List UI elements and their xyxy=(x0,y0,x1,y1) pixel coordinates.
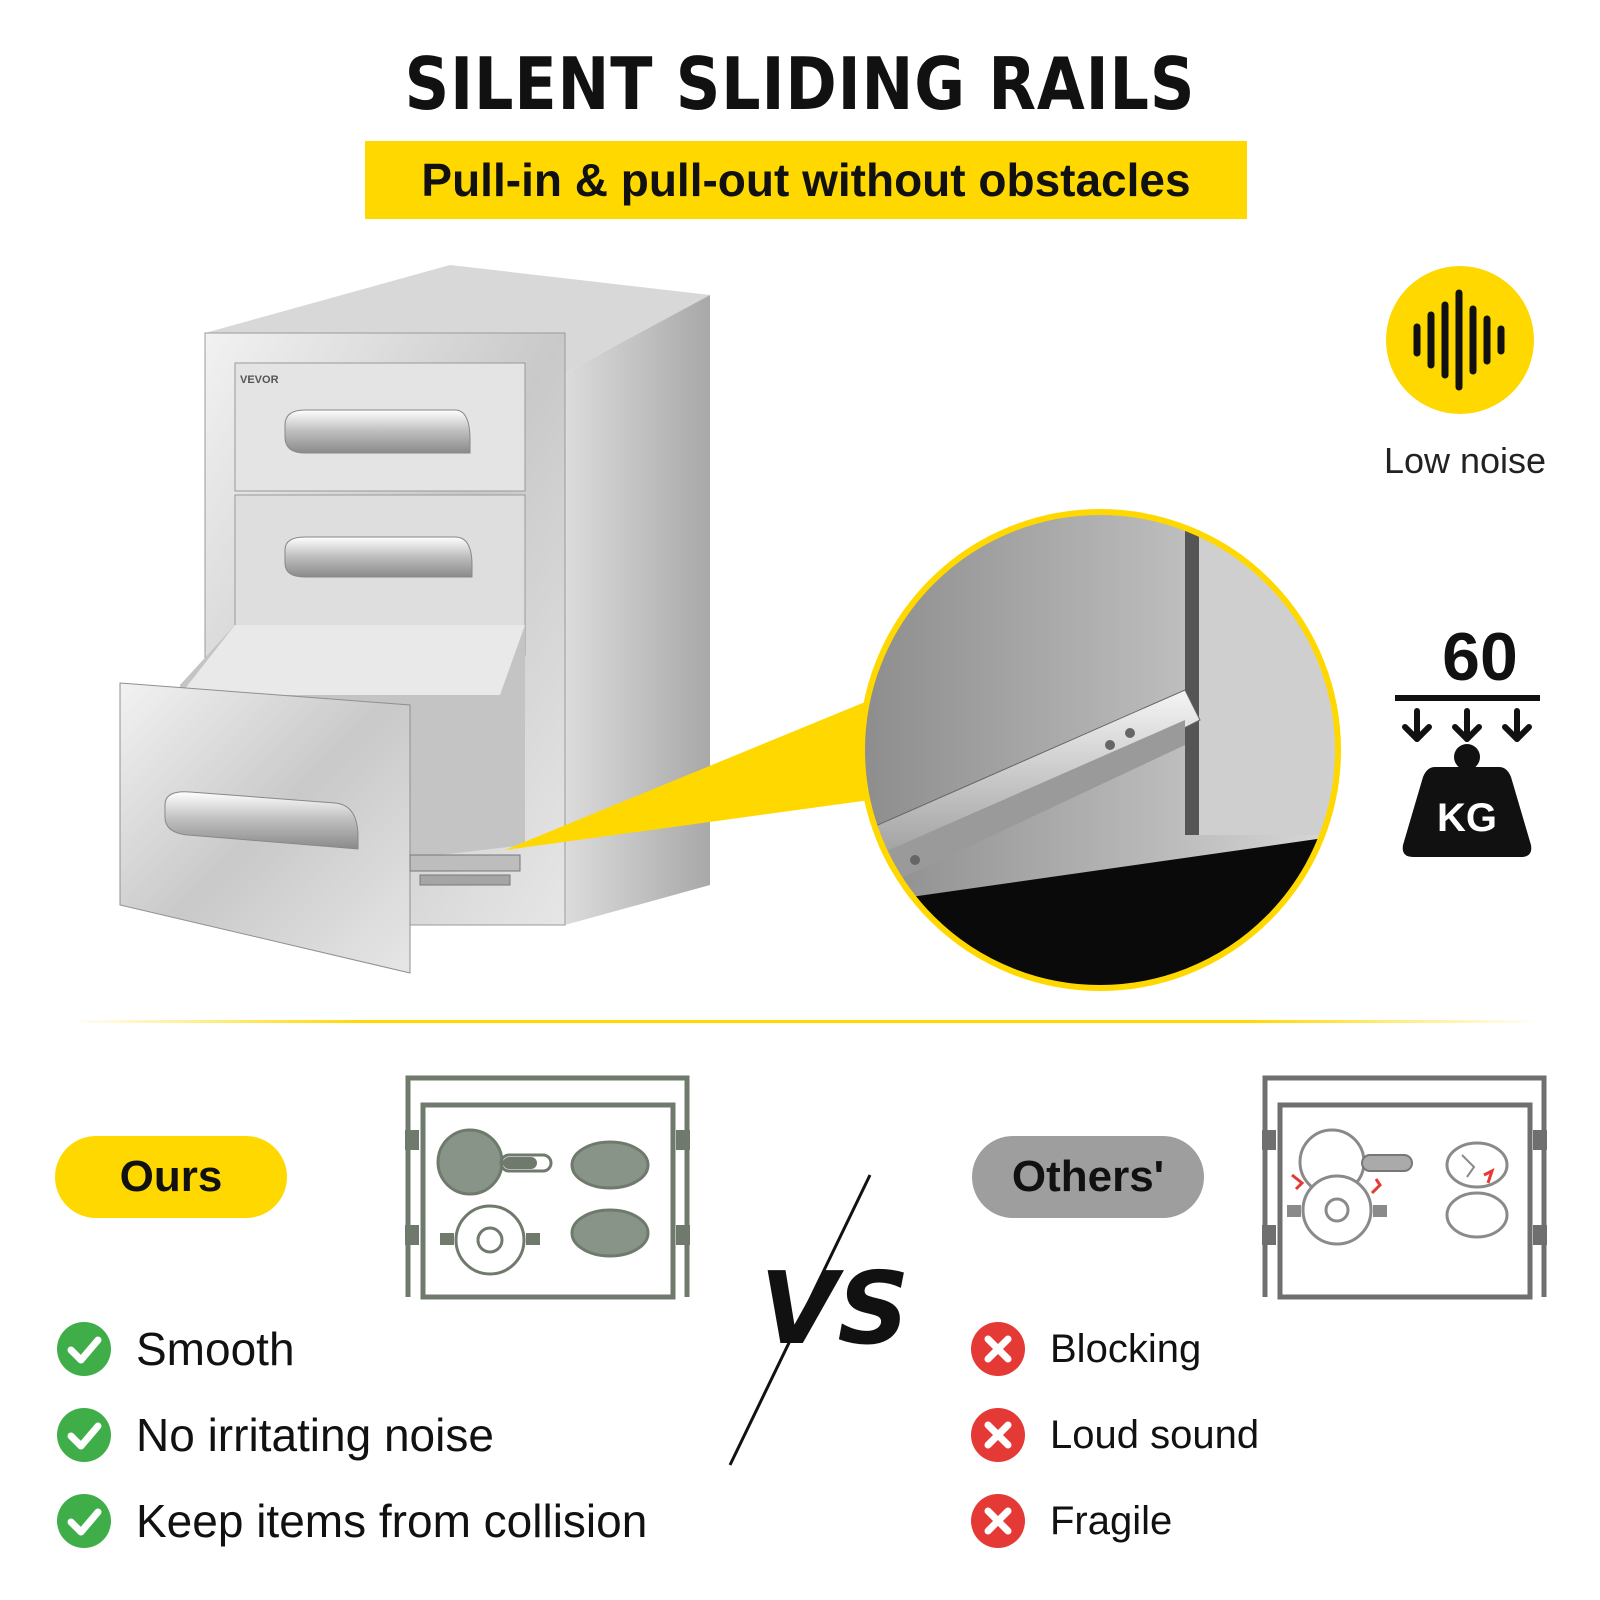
ours-points-list: Smooth No irritating noise Keep items fr… xyxy=(56,1317,647,1553)
list-item: Loud sound xyxy=(970,1403,1259,1467)
others-drawer-diagram xyxy=(1262,1075,1547,1300)
rail-closeup-image xyxy=(859,509,1341,991)
ours-point-text: Keep items from collision xyxy=(136,1495,648,1547)
check-circle-icon xyxy=(57,1494,111,1548)
ours-drawer-diagram xyxy=(405,1075,690,1300)
sound-wave-icon xyxy=(1386,266,1534,414)
noise-label: Low noise xyxy=(1383,440,1547,481)
check-circle-icon xyxy=(57,1322,111,1376)
cross-circle-icon xyxy=(971,1322,1025,1376)
vs-divider-graphic xyxy=(728,1174,872,1466)
others-badge: Others' xyxy=(972,1136,1204,1218)
page-title: SILENT SLIDING RAILS xyxy=(404,42,1196,126)
cross-circle-icon xyxy=(971,1494,1025,1548)
zoom-callout-cone xyxy=(505,700,870,850)
drawer-cabinet-image: VEVOR xyxy=(119,265,710,974)
load-unit: KG xyxy=(1437,796,1497,840)
list-item: Smooth xyxy=(56,1317,647,1381)
ours-badge: Ours xyxy=(55,1136,287,1218)
section-divider xyxy=(70,1020,1540,1023)
subtitle-banner: Pull-in & pull-out without obstacles xyxy=(365,141,1247,219)
others-point-text: Blocking xyxy=(1050,1326,1202,1371)
others-point-text: Fragile xyxy=(1050,1498,1173,1543)
list-item: Blocking xyxy=(970,1317,1259,1381)
ours-point-text: Smooth xyxy=(136,1323,295,1375)
ours-point-text: No irritating noise xyxy=(136,1409,494,1461)
cross-circle-icon xyxy=(971,1408,1025,1462)
vs-label: VS xyxy=(760,1250,910,1367)
list-item: No irritating noise xyxy=(56,1403,647,1467)
load-value: 60 xyxy=(1442,619,1518,695)
subtitle-text: Pull-in & pull-out without obstacles xyxy=(421,154,1191,206)
list-item: Keep items from collision xyxy=(56,1489,647,1553)
list-item: Fragile xyxy=(970,1489,1259,1553)
brand-mark: VEVOR xyxy=(240,374,279,386)
weight-kg-icon: KG xyxy=(1395,695,1540,857)
others-point-text: Loud sound xyxy=(1050,1412,1260,1457)
check-circle-icon xyxy=(57,1408,111,1462)
others-points-list: Blocking Loud sound Fragile xyxy=(970,1317,1259,1553)
